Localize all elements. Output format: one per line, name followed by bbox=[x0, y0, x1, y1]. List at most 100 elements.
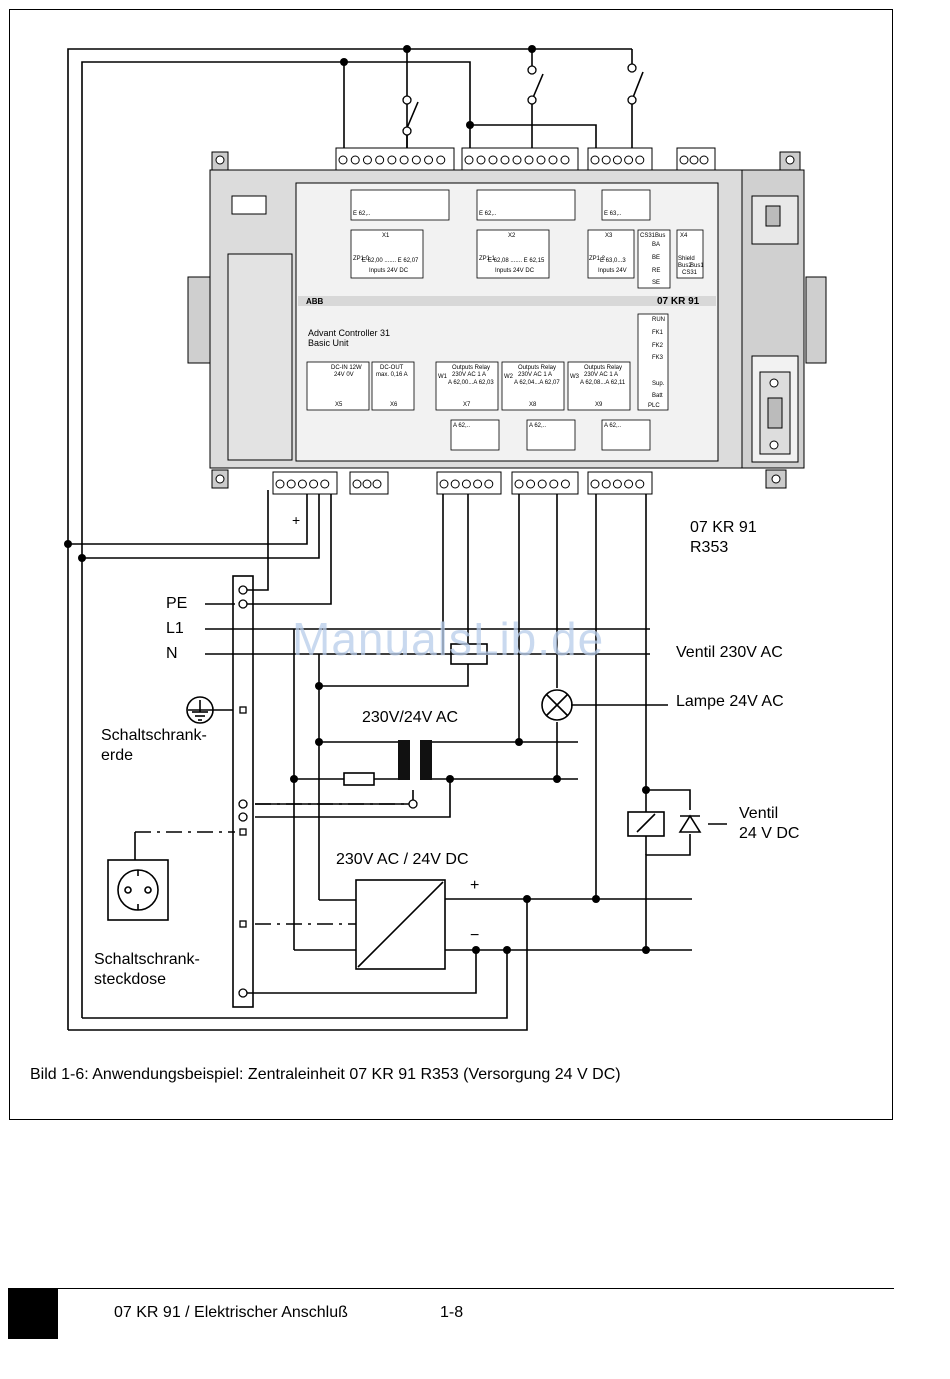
shield-label: Shield bbox=[678, 256, 695, 262]
led-batt-label: Batt bbox=[652, 393, 663, 399]
terminal-screw bbox=[309, 479, 319, 489]
x4-label: X4 bbox=[680, 233, 688, 239]
controller-subtitle: Basic Unit bbox=[308, 338, 349, 348]
terminal-screw bbox=[338, 155, 348, 165]
terminal-screw bbox=[624, 479, 634, 489]
cabinet-socket-label-2: steckdose bbox=[94, 971, 167, 988]
x1-label: X1 bbox=[382, 233, 390, 239]
dc-in-sub: 24V 0V bbox=[334, 372, 354, 378]
terminal-screw bbox=[536, 155, 546, 165]
figure-caption: Bild 1-6: Anwendungsbeispiel: Zentralein… bbox=[30, 1066, 621, 1083]
x2-range: E 62,08 ....... E 62,15 bbox=[488, 258, 545, 264]
plus-small-label: + bbox=[292, 512, 301, 528]
terminal-screw bbox=[514, 479, 524, 489]
dc-out-label: DC-OUT bbox=[380, 365, 404, 371]
terminal-screw bbox=[375, 155, 385, 165]
terminal-screw bbox=[635, 479, 645, 489]
terminal-screw bbox=[484, 479, 494, 489]
led-sup-label: Sup. bbox=[652, 381, 665, 387]
terminal-screw bbox=[689, 155, 699, 165]
model-badge: 07 KR 91 bbox=[657, 296, 700, 307]
terminal-screw bbox=[601, 479, 611, 489]
plc-label: PLC bbox=[648, 403, 660, 409]
valve-dc-label-1: Ventil bbox=[739, 805, 779, 822]
terminal-screw bbox=[488, 155, 498, 165]
terminal-screw bbox=[601, 155, 611, 165]
wire-outer-l bbox=[67, 48, 408, 1030]
terminal-screw bbox=[372, 479, 382, 489]
l1-label: L1 bbox=[166, 620, 184, 637]
terminal-screw bbox=[500, 155, 510, 165]
terminal-screw bbox=[275, 479, 285, 489]
inputs-label-2: Inputs 24V DC bbox=[495, 268, 535, 274]
x3-label: X3 bbox=[605, 233, 613, 239]
led-run-label: RUN bbox=[652, 317, 665, 323]
terminal-screw bbox=[624, 155, 634, 165]
e62-label-2: E 62,.. bbox=[479, 211, 497, 217]
terminal-screw bbox=[387, 155, 397, 165]
n-label: N bbox=[166, 645, 178, 662]
cabinet-ground-label-1: Schaltschrank- bbox=[101, 727, 207, 744]
relay-w3: A 62,08...A 62,11 bbox=[580, 380, 626, 386]
terminal-screw bbox=[439, 479, 449, 489]
w3-label: W3 bbox=[570, 374, 579, 380]
x2-label: X2 bbox=[508, 233, 516, 239]
valve-ac-label: Ventil 230V AC bbox=[676, 644, 783, 661]
w1-label: W1 bbox=[438, 374, 447, 380]
terminal-screw bbox=[476, 155, 486, 165]
terminal-screw bbox=[699, 155, 709, 165]
terminal-screw bbox=[679, 155, 689, 165]
cabinet-socket-label-1: Schaltschrank- bbox=[94, 951, 200, 968]
a62-label-3: A 62,.. bbox=[604, 423, 622, 429]
terminal-screw bbox=[411, 155, 421, 165]
page-number: 1-8 bbox=[440, 1304, 464, 1321]
transformer-label: 230V/24V AC bbox=[362, 709, 459, 726]
power-supply-label: 230V AC / 24V DC bbox=[336, 851, 469, 868]
wire-outer-n bbox=[81, 61, 471, 1018]
zp10-label: ZP1.0 bbox=[353, 256, 370, 262]
lamp-label: Lampe 24V AC bbox=[676, 693, 784, 710]
plus-label: + bbox=[470, 877, 480, 894]
model-variant: R353 bbox=[690, 539, 729, 556]
x7-label: X7 bbox=[463, 402, 471, 408]
footer-marker bbox=[8, 1289, 58, 1339]
x5-label: X5 bbox=[335, 402, 343, 408]
pe-label: PE bbox=[166, 595, 188, 612]
terminal-screw bbox=[320, 479, 330, 489]
x6-label: X6 bbox=[390, 402, 398, 408]
relay-sub-1: 230V AC 1 A bbox=[452, 372, 487, 378]
terminal-screw bbox=[512, 155, 522, 165]
x1-range: E 62,00 ....... E 62,07 bbox=[362, 258, 419, 264]
terminal-screw bbox=[537, 479, 547, 489]
model-label: 07 KR 91 bbox=[690, 519, 757, 536]
e62-label-1: E 62,.. bbox=[353, 211, 371, 217]
terminal-screw bbox=[548, 155, 558, 165]
terminal-screw bbox=[590, 155, 600, 165]
cabinet-ground-label-2: erde bbox=[101, 747, 134, 764]
terminal-screw bbox=[612, 155, 622, 165]
terminal-screw bbox=[362, 479, 372, 489]
cs31b-label: CS31 bbox=[682, 270, 698, 276]
terminal-screw bbox=[297, 479, 307, 489]
a62-label-1: A 62,.. bbox=[453, 423, 471, 429]
led-fk2-label: FK2 bbox=[652, 343, 664, 349]
terminal-screw bbox=[362, 155, 372, 165]
led-re-label: RE bbox=[652, 268, 661, 274]
terminal-screw bbox=[450, 479, 460, 489]
terminal-screw bbox=[524, 155, 534, 165]
led-se-label: SE bbox=[652, 280, 661, 286]
zp11-label: ZP1.1 bbox=[479, 256, 496, 262]
bus1-label: Bus1 bbox=[690, 263, 704, 269]
controller-title: Advant Controller 31 bbox=[308, 328, 391, 338]
figure-frame bbox=[9, 9, 893, 1120]
x3-range: E 63,0...3 bbox=[600, 258, 626, 264]
relay-label-1: Outputs Relay bbox=[452, 365, 491, 371]
terminal-screw bbox=[350, 155, 360, 165]
relay-label-3: Outputs Relay bbox=[584, 365, 623, 371]
terminal-screw bbox=[473, 479, 483, 489]
terminal-screw bbox=[635, 155, 645, 165]
terminal-screw bbox=[549, 479, 559, 489]
inputs-label-3: Inputs 24V bbox=[598, 268, 627, 274]
led-fk3-label: FK3 bbox=[652, 355, 664, 361]
